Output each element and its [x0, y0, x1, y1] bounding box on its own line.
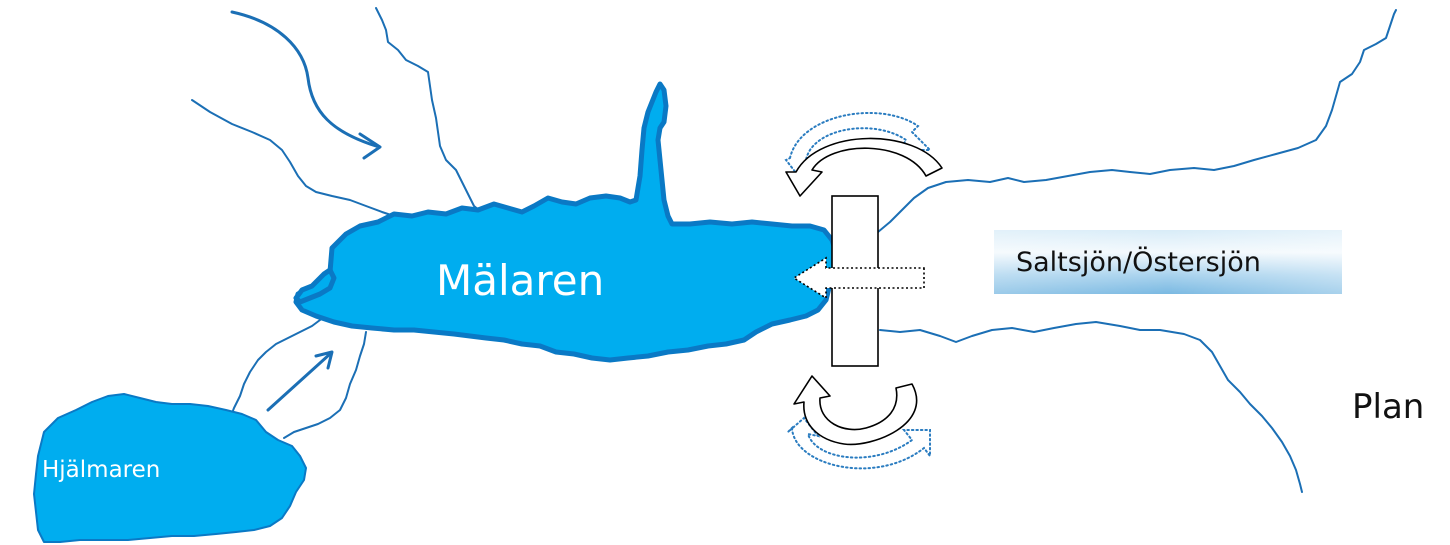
- north-river-east-bank: [375, 7, 485, 215]
- sea-swatch-sheen: [994, 230, 1342, 294]
- hjalmaren-link-west-bank: [227, 313, 327, 425]
- dotted-left-arrow-icon: [792, 256, 925, 300]
- curved-rotation-arrow-icon: [785, 137, 943, 197]
- gate-rotation-top: [785, 137, 943, 197]
- river-network: [191, 7, 1397, 493]
- dotted-rotation-arc-bottom-icon: [787, 416, 931, 470]
- malaren-shape: [293, 81, 839, 363]
- sea-label: Saltsjön/Östersjön: [1016, 246, 1261, 278]
- east-channel-north-bank: [877, 9, 1397, 233]
- malaren-label: Mälaren: [436, 256, 604, 305]
- lake-hjalmaren: [33, 393, 307, 543]
- hjalmaren-link-east-bank: [283, 331, 367, 439]
- diagonal-flow-arrow-icon: [266, 350, 334, 412]
- east-channel-south-bank: [879, 321, 1303, 493]
- lake-malaren: [293, 81, 839, 363]
- malaren-west-inlet: [293, 267, 337, 305]
- gate-rotation-bottom: [793, 375, 918, 446]
- plan-label: Plan: [1352, 387, 1424, 427]
- sea-swatch: [994, 230, 1342, 294]
- curved-rotation-arrow-icon: [793, 375, 918, 446]
- hjalmaren-label: Hjälmaren: [42, 457, 160, 483]
- north-river-west-bank: [191, 99, 395, 217]
- curved-inflow-arrow-icon: [230, 10, 382, 160]
- hjalmaren-shape: [33, 393, 307, 543]
